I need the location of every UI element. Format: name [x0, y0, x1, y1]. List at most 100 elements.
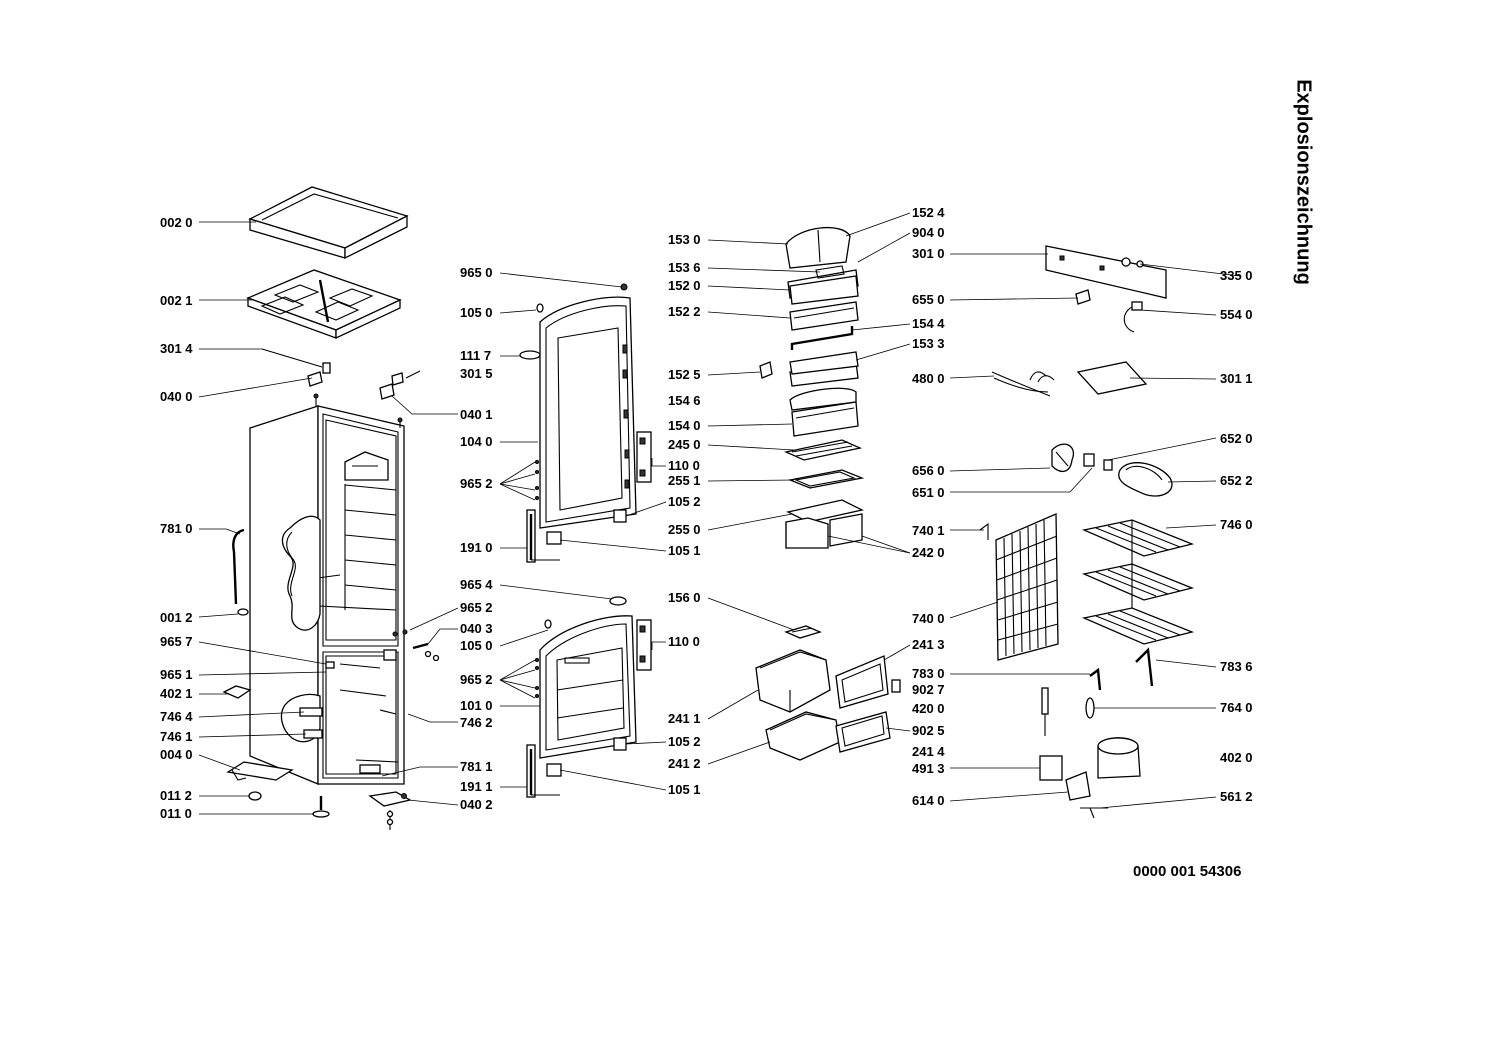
part-label-3011: 301 1 [1220, 371, 1253, 386]
part-label-9654: 965 4 [460, 577, 493, 592]
part-label-4020: 402 0 [1220, 750, 1253, 765]
part-label-9651: 965 1 [160, 667, 193, 682]
part-label-3015: 301 5 [460, 366, 493, 381]
part-label-5612: 561 2 [1220, 789, 1253, 804]
part-label-2450: 245 0 [668, 437, 701, 452]
part-label-9652-mid: 965 2 [460, 600, 493, 615]
part-label-1560: 156 0 [668, 590, 701, 605]
freezer-grids [1081, 519, 1195, 645]
part-label-0021: 002 1 [160, 293, 193, 308]
part-label-9652-lower: 965 2 [460, 672, 493, 687]
part-label-1117: 111 7 [460, 348, 492, 363]
part-label-2551: 255 1 [668, 473, 701, 488]
part-label-1100-lower: 110 0 [668, 634, 700, 649]
part-label-2413: 241 3 [912, 637, 945, 652]
part-label-7830: 783 0 [912, 666, 945, 681]
part-label-1540: 154 0 [668, 418, 701, 433]
part-label-6510: 651 0 [912, 485, 945, 500]
part-label-0110: 011 0 [160, 806, 192, 821]
part-label-3010: 301 0 [912, 246, 945, 261]
part-label-1051-lower: 105 1 [668, 782, 701, 797]
part-label-1050-upper: 105 0 [460, 305, 493, 320]
freezer-drawers [755, 625, 901, 761]
part-label-1911: 191 1 [460, 779, 493, 794]
lamp-assembly [1051, 443, 1173, 497]
part-label-1544: 154 4 [912, 316, 945, 331]
document-number: 0000 001 54306 [1133, 863, 1242, 880]
part-label-7400: 740 0 [912, 611, 945, 626]
control-panel [1045, 245, 1167, 333]
part-label-1910: 191 0 [460, 540, 493, 555]
part-label-3350: 335 0 [1220, 268, 1253, 283]
part-label-0402: 040 2 [460, 797, 493, 812]
evaporator [979, 513, 1059, 661]
part-label-5540: 554 0 [1220, 307, 1253, 322]
part-label-0012: 001 2 [160, 610, 193, 625]
part-label-2420: 242 0 [912, 545, 945, 560]
part-label-0020: 002 0 [160, 215, 193, 230]
part-label-6520: 652 0 [1220, 431, 1253, 446]
part-label-0400: 040 0 [160, 389, 193, 404]
part-label-7810: 781 0 [160, 521, 193, 536]
part-label-1050-lower: 105 0 [460, 638, 493, 653]
part-label-4200: 420 0 [912, 701, 945, 716]
part-label-1100-upper: 110 0 [668, 458, 700, 473]
part-label-1051-upper: 105 1 [668, 543, 701, 558]
part-label-7836: 783 6 [1220, 659, 1253, 674]
wire-rod [261, 348, 331, 374]
part-label-9650: 965 0 [460, 265, 493, 280]
part-label-1520: 152 0 [668, 278, 701, 293]
leader-lines [198, 212, 1241, 815]
cabinet-body [249, 393, 405, 785]
part-label-0112: 011 2 [160, 788, 192, 803]
part-label-2550: 255 0 [668, 522, 701, 537]
part-label-7461: 746 1 [160, 729, 193, 744]
part-label-1010: 101 0 [460, 698, 493, 713]
part-label-7401: 740 1 [912, 523, 945, 538]
part-label-1040: 104 0 [460, 434, 493, 449]
part-label-4021: 402 1 [160, 686, 193, 701]
part-label-6550: 655 0 [912, 292, 945, 307]
part-label-0403: 040 3 [460, 621, 493, 636]
drawing-title: Explosionszeichnung [1292, 79, 1315, 285]
part-label-2414: 241 4 [912, 744, 945, 759]
part-label-1522: 152 2 [668, 304, 701, 319]
top-frame [246, 269, 402, 340]
door-shelves [759, 226, 865, 549]
hinge-brackets-top [307, 370, 421, 400]
part-label-7464: 746 4 [160, 709, 193, 724]
part-label-4800: 480 0 [912, 371, 945, 386]
part-label-9027: 902 7 [912, 682, 945, 697]
part-label-1052-lower: 105 2 [668, 734, 701, 749]
part-label-3014: 301 4 [160, 341, 193, 356]
part-label-6522: 652 2 [1220, 473, 1253, 488]
part-label-7811: 781 1 [460, 759, 493, 774]
condensate-pipe [232, 528, 249, 616]
part-label-1530: 153 0 [668, 232, 701, 247]
part-label-9040: 904 0 [912, 225, 945, 240]
part-label-1546: 154 6 [668, 393, 701, 408]
part-label-7462: 746 2 [460, 715, 493, 730]
part-label-0401: 040 1 [460, 407, 493, 422]
part-label-1525: 152 5 [668, 367, 701, 382]
compressor-group [1039, 647, 1154, 819]
part-label-1536: 153 6 [668, 260, 701, 275]
part-label-7640: 764 0 [1220, 700, 1253, 715]
foot-plate-parts [222, 685, 412, 830]
part-label-1524: 152 4 [912, 205, 945, 220]
part-label-0040: 004 0 [160, 747, 193, 762]
wiring-harness [991, 361, 1148, 397]
middle-hinge-parts [325, 629, 440, 669]
top-cover [248, 186, 409, 260]
part-label-4913: 491 3 [912, 761, 945, 776]
part-label-9652-upper: 965 2 [460, 476, 493, 491]
part-label-6140: 614 0 [912, 793, 945, 808]
part-label-9657: 965 7 [160, 634, 193, 649]
part-label-2412: 241 2 [668, 756, 701, 771]
part-label-7460: 746 0 [1220, 517, 1253, 532]
part-label-2411: 241 1 [668, 711, 701, 726]
upper-door [519, 283, 652, 563]
part-label-6560: 656 0 [912, 463, 945, 478]
